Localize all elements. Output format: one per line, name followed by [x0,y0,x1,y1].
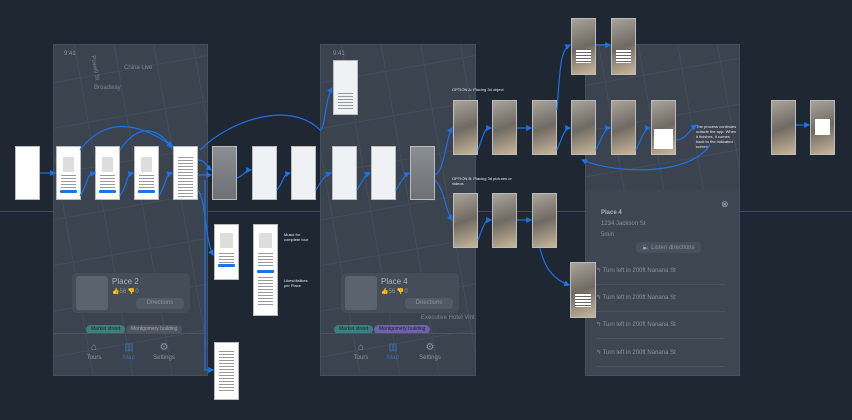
ar-option-b-2[interactable] [492,193,517,248]
map-label: China Live [124,65,153,71]
chip-market-street[interactable]: Market street [334,325,374,334]
chip-montgomery[interactable]: Montgomery building [126,325,183,334]
arrow [477,217,493,241]
map-loading-screen[interactable] [212,146,237,200]
place-image [76,276,108,310]
share-sheet [654,129,673,149]
ar-option-b-3[interactable] [532,193,557,248]
directions-button[interactable]: Directions [136,298,184,309]
nav-tours[interactable]: ⌂Tours [341,342,381,361]
arrow [236,167,253,179]
place-address: 1234 Jackson St [601,221,646,227]
map-icon: ▥ [124,342,134,353]
place-card[interactable]: Place 4 👍56 👎0 Directions [341,273,459,313]
note-option-b: OPTION B: Placing 3d pictures or videos [452,176,512,186]
likes-count: 👍56 👎0 [112,289,139,295]
gear-icon: ⚙ [425,342,435,353]
duration: 5min [601,232,615,238]
ar-share-screen[interactable] [651,100,676,155]
note-outside-app: The process continues outside the app. W… [696,124,737,149]
ar-option-a-3[interactable] [532,100,557,155]
ar-option-b-1[interactable] [453,193,478,248]
ar-option-a-4[interactable] [571,100,596,155]
arrow [539,247,571,287]
place-card[interactable]: Place 2 👍56 👎0 Directions [72,273,190,313]
onboarding-screen-1[interactable] [56,146,81,200]
ar-text-screen-1[interactable] [571,18,596,75]
status-time: 9:41 [64,51,76,57]
tour-detail-music-screen[interactable] [253,224,278,316]
close-icon[interactable]: ⊗ [721,199,729,209]
place-title: Place 4 [381,277,408,286]
bottom-nav: ⌂Tours ▥Map ⚙Settings [54,333,207,375]
map-screen-thumb-1[interactable] [252,146,277,200]
map-screen-thumb-4[interactable] [371,146,396,200]
chip-market-street[interactable]: Market street [86,325,126,334]
arrow [199,86,333,151]
onboarding-screen-3[interactable] [134,146,159,200]
nav-tours[interactable]: ⌂Tours [74,342,114,361]
direction-step: ↰ Turn left in 200ft Nanana St [596,341,725,367]
hotel-label: Executive Hotel Vint [421,315,475,321]
ar-option-a-1[interactable] [453,100,478,155]
directions-sheet [586,190,739,375]
map-screen-frame-1: 9:41 China Live Broadway Powell St Place… [53,44,208,376]
ar-option-a-2[interactable] [492,100,517,155]
route-screen[interactable] [333,60,358,115]
nav-map[interactable]: ▥Map [109,342,149,361]
place-title: Place 4 [601,210,622,216]
home-icon: ⌂ [357,342,365,353]
ar-option-b-info[interactable] [570,262,596,318]
directions-button[interactable]: Directions [405,298,453,309]
arrow [477,125,493,151]
status-time: 9:41 [333,51,345,57]
note-likes: Likes/dislikes per Place [284,278,308,288]
end-screen-2[interactable] [810,100,835,155]
camera-loading-screen[interactable] [410,146,435,200]
ar-text-screen-2[interactable] [611,18,636,75]
home-icon: ⌂ [90,342,98,353]
gear-icon: ⚙ [159,342,169,353]
map-icon: ▥ [388,342,398,353]
map-label: Broadway [94,85,121,91]
tour-detail-screen[interactable] [214,224,239,280]
chip-montgomery[interactable]: Montgomery building [374,325,431,334]
nav-settings[interactable]: ⚙Settings [410,342,450,361]
place-title: Place 2 [112,277,139,286]
splash-screen[interactable] [15,146,40,200]
place-image [345,276,377,310]
ar-save-screen[interactable] [611,100,636,155]
note-music: Music for complete tour [284,232,309,242]
tours-list-screen[interactable] [173,146,198,200]
likes-count: 👍56 👎0 [381,289,408,295]
nav-map[interactable]: ▥Map [373,342,413,361]
direction-step: ↰ Turn left in 200ft Nanana St [596,259,725,285]
bottom-nav: ⌂Tours ▥Map ⚙Settings [321,333,475,375]
map-screen-thumb-2[interactable] [291,146,316,200]
directions-screen-frame: ⊗ Place 4 1234 Jackson St 5min 🔈 Listen … [585,44,740,376]
onboarding-screen-2[interactable] [95,146,120,200]
settings-screen[interactable] [214,342,239,400]
arrow [276,171,292,191]
listen-directions-button[interactable]: 🔈 Listen directions [636,242,701,253]
direction-step: ↰ Turn left in 200ft Nanana St [596,313,725,339]
direction-step: ↰ Turn left in 200ft Nanana St [596,286,725,312]
nav-settings[interactable]: ⚙Settings [144,342,184,361]
map-screen-thumb-3[interactable] [332,146,357,200]
arrow [556,125,572,151]
end-screen-1[interactable] [771,100,796,155]
arrow [556,44,572,111]
note-option-a: OPTION A: Placing 3d object [452,87,504,92]
